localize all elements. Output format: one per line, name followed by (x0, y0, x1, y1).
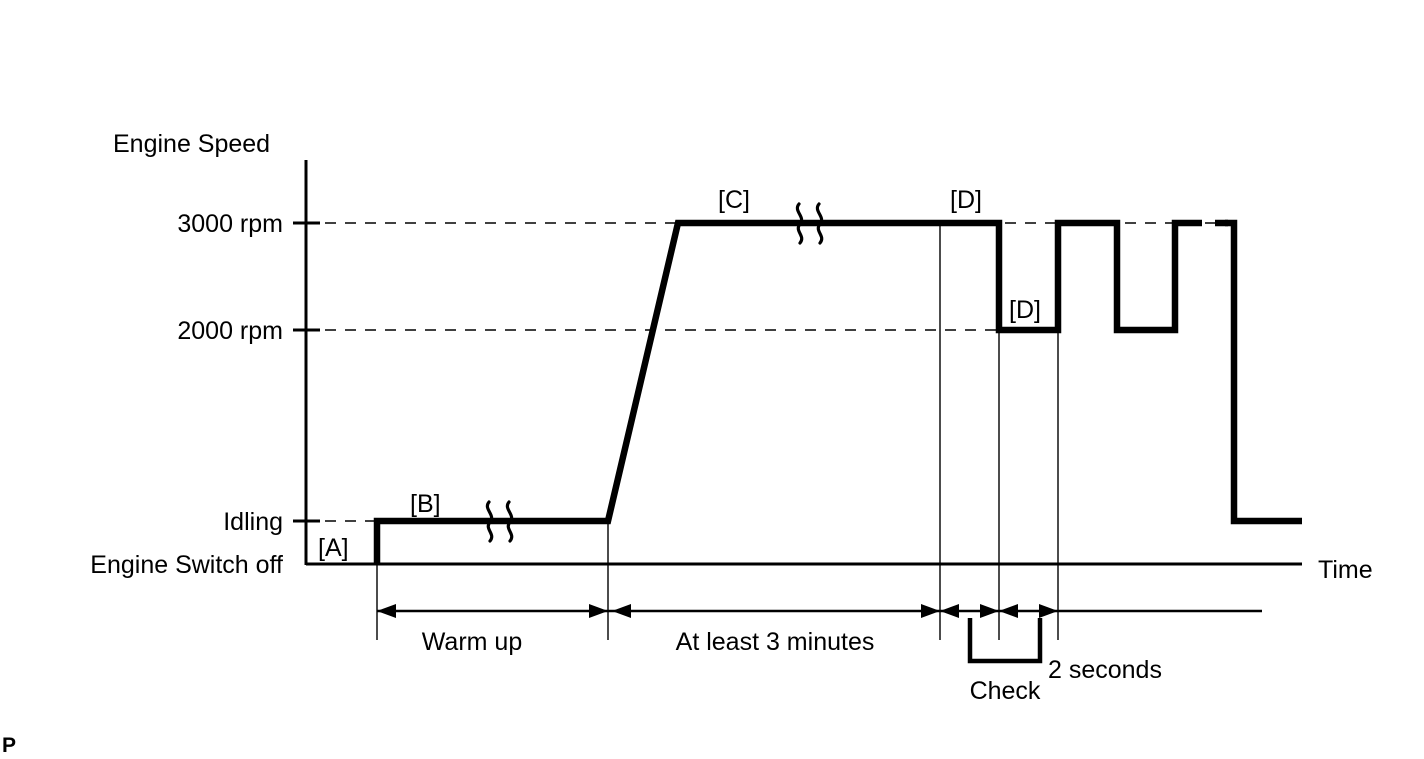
step-label-d-lower: [D] (1009, 296, 1041, 324)
tick-label-3000: 3000 rpm (177, 210, 283, 238)
step-label-c: [C] (718, 186, 750, 214)
page-corner-mark: P (2, 734, 16, 757)
level-label-idling: Idling (223, 508, 283, 536)
axes (293, 160, 1302, 566)
arrow-seg1-left (980, 604, 999, 618)
step-label-b: [B] (410, 490, 441, 518)
arrow-3min-left (612, 604, 631, 618)
break-mark-3000 (795, 202, 824, 245)
span-dimension-lines (377, 604, 1262, 664)
span-label-at-least-3-minutes: At least 3 minutes (676, 628, 875, 656)
engine-speed-waveform (373, 219, 1302, 564)
span-label-check: Check (970, 677, 1041, 705)
arrow-seg2-left (1039, 604, 1058, 618)
check-bracket (967, 618, 1043, 664)
arrow-3min-right (921, 604, 940, 618)
x-axis-title: Time (1318, 556, 1373, 584)
arrow-warmup-right (589, 604, 608, 618)
span-label-warm-up: Warm up (422, 628, 522, 656)
tick-label-2000: 2000 rpm (177, 317, 283, 345)
waveform-path (373, 219, 1186, 564)
break-mark-idling (485, 500, 514, 543)
step-label-d-upper: [D] (950, 186, 982, 214)
y-axis-title: Engine Speed (113, 130, 270, 158)
level-label-engine-switch-off: Engine Switch off (90, 551, 283, 579)
vertical-guides (376, 223, 1059, 640)
arrow-warmup-left (377, 604, 396, 618)
step-label-a: [A] (318, 534, 349, 562)
arrow-seg2-right (999, 604, 1018, 618)
arrow-seg1-right (940, 604, 959, 618)
waveform-tail (1225, 219, 1302, 525)
level-guide-dashes (305, 222, 1236, 522)
span-label-2-seconds: 2 seconds (1048, 656, 1162, 684)
